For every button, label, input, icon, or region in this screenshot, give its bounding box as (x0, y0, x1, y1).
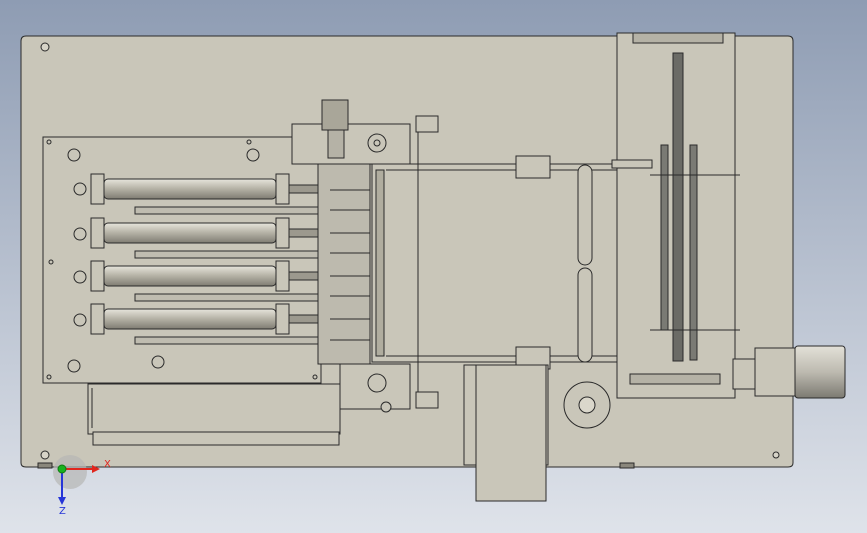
right-frame (563, 32, 740, 429)
mount-hole (772, 451, 780, 459)
pusher-block (291, 99, 411, 413)
x-axis-label: X (104, 459, 111, 470)
lower-tray (87, 383, 341, 446)
guide-rail (672, 52, 684, 362)
pneumatic-cylinder-2 (73, 217, 322, 259)
pneumatic-cylinder-3 (73, 260, 322, 302)
pneumatic-cylinder-4 (73, 303, 322, 345)
conveyor-belt (371, 115, 659, 409)
pneumatic-cylinder-1 (73, 173, 322, 215)
guide-rail (660, 144, 669, 331)
z-axis-label: Z (59, 506, 66, 517)
discharge-chute (463, 364, 549, 502)
mount-hole (40, 450, 50, 460)
coordinate-triad: X Z (53, 455, 111, 517)
drive-motor (732, 345, 846, 399)
mount-hole (40, 42, 50, 52)
valve (321, 99, 349, 131)
guide-rail (689, 144, 698, 361)
